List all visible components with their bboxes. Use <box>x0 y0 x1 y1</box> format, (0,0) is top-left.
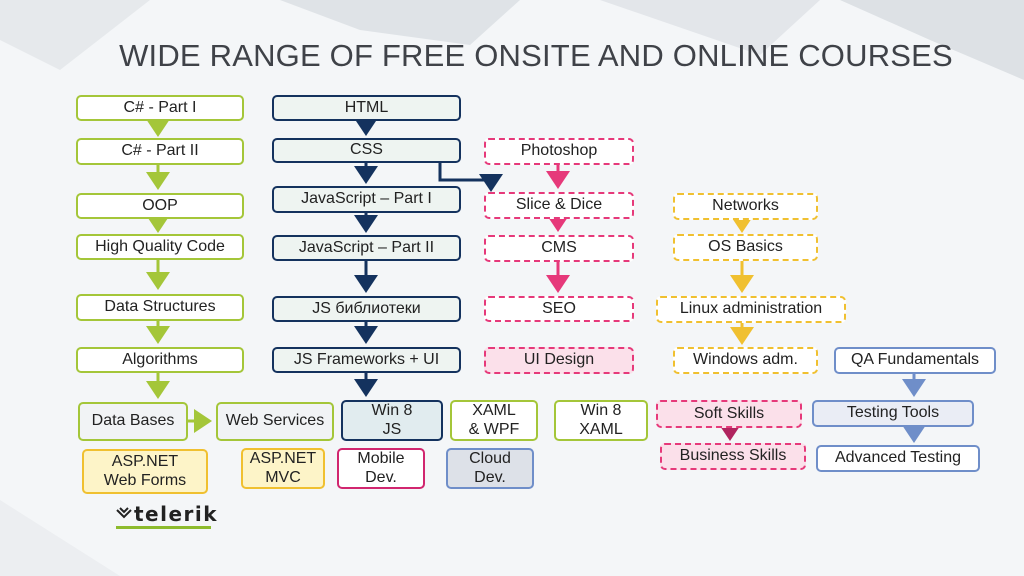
course-soft-skills: Soft Skills <box>656 400 802 428</box>
course-data-bases: Data Bases <box>78 402 188 441</box>
course-js-frameworks-ui: JS Frameworks + UI <box>272 347 461 373</box>
course-oop: OOP <box>76 193 244 219</box>
course-js-libraries: JS библиотеки <box>272 296 461 322</box>
course-business-skills: Business Skills <box>660 443 806 470</box>
course-algorithms: Algorithms <box>76 347 244 373</box>
course-photoshop: Photoshop <box>484 138 634 165</box>
course-qa-fundamentals: QA Fundamentals <box>834 347 996 374</box>
course-csharp-part-1: C# - Part I <box>76 95 244 121</box>
course-win8-js: Win 8 JS <box>341 400 443 441</box>
logo-underline <box>116 526 211 529</box>
course-slice-dice: Slice & Dice <box>484 192 634 219</box>
course-seo: SEO <box>484 296 634 322</box>
course-csharp-part-2: C# - Part II <box>76 138 244 165</box>
course-high-quality-code: High Quality Code <box>76 234 244 260</box>
course-html: HTML <box>272 95 461 121</box>
course-mobile-dev: Mobile Dev. <box>337 448 425 489</box>
course-cms: CMS <box>484 235 634 262</box>
course-web-services: Web Services <box>216 402 334 441</box>
telerik-logo: telerik <box>116 502 219 529</box>
course-aspnet-mvc: ASP.NET MVC <box>241 448 325 489</box>
course-data-structures: Data Structures <box>76 294 244 321</box>
page-title: WIDE RANGE OF FREE ONSITE AND ONLINE COU… <box>119 38 953 73</box>
course-win8-xaml: Win 8 XAML <box>554 400 648 441</box>
course-javascript-part-2: JavaScript – Part II <box>272 235 461 261</box>
telerik-logo-icon <box>116 507 132 519</box>
course-cloud-dev: Cloud Dev. <box>446 448 534 489</box>
course-aspnet-web-forms: ASP.NET Web Forms <box>82 449 208 494</box>
course-ui-design: UI Design <box>484 347 634 374</box>
course-os-basics: OS Basics <box>673 234 818 261</box>
course-xaml-wpf: XAML & WPF <box>450 400 538 441</box>
course-advanced-testing: Advanced Testing <box>816 445 980 472</box>
course-javascript-part-1: JavaScript – Part I <box>272 186 461 213</box>
course-testing-tools: Testing Tools <box>812 400 974 427</box>
course-windows-adm: Windows adm. <box>673 347 818 374</box>
course-networks: Networks <box>673 193 818 220</box>
course-linux-administration: Linux administration <box>656 296 846 323</box>
telerik-logo-text: telerik <box>134 502 219 526</box>
course-css: CSS <box>272 138 461 163</box>
